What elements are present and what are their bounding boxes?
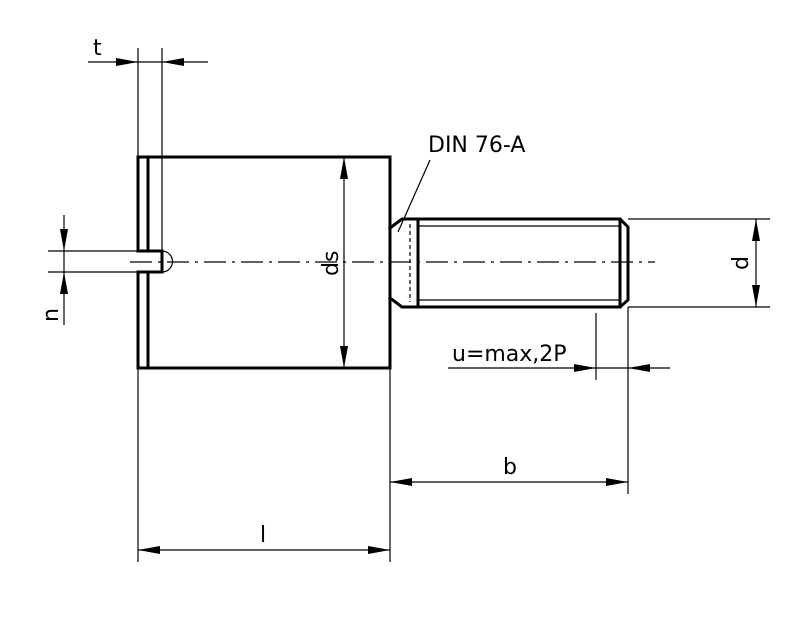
dimension-n (48, 215, 138, 325)
label-b: b (503, 455, 517, 480)
label-l: l (260, 523, 266, 548)
label-n: n (39, 308, 64, 322)
label-u: u=max,2P (452, 342, 567, 367)
din-leader (397, 159, 431, 233)
dimension-u (448, 307, 670, 494)
dimension-ds (340, 157, 348, 368)
dimension-d (628, 218, 770, 308)
dimension-t (88, 48, 208, 251)
label-d: d (729, 256, 754, 270)
dimension-l (137, 368, 390, 562)
thread-shank (387, 217, 630, 309)
label-ds: ds (319, 251, 344, 276)
label-t: t (93, 36, 102, 61)
dimension-b (389, 368, 628, 562)
label-din: DIN 76-A (428, 133, 525, 158)
